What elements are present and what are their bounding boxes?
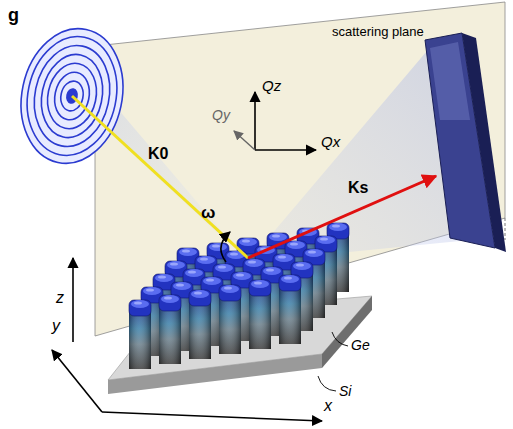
- panel-letter: g: [8, 6, 19, 24]
- plane-label: scattering plane: [332, 25, 424, 38]
- material-label: Si: [339, 384, 351, 398]
- axis-label: x: [324, 398, 332, 414]
- axis-label: y: [52, 318, 60, 334]
- axis-label: Qz: [262, 78, 281, 93]
- material-label: Ge: [351, 338, 370, 352]
- beam-label: K0: [148, 146, 168, 162]
- angle-label: ω: [201, 204, 215, 221]
- axis-label: Qx: [321, 134, 340, 149]
- axis-label: z: [56, 290, 64, 306]
- beam-label: Ks: [348, 180, 368, 196]
- axis-label: Qy: [212, 108, 230, 122]
